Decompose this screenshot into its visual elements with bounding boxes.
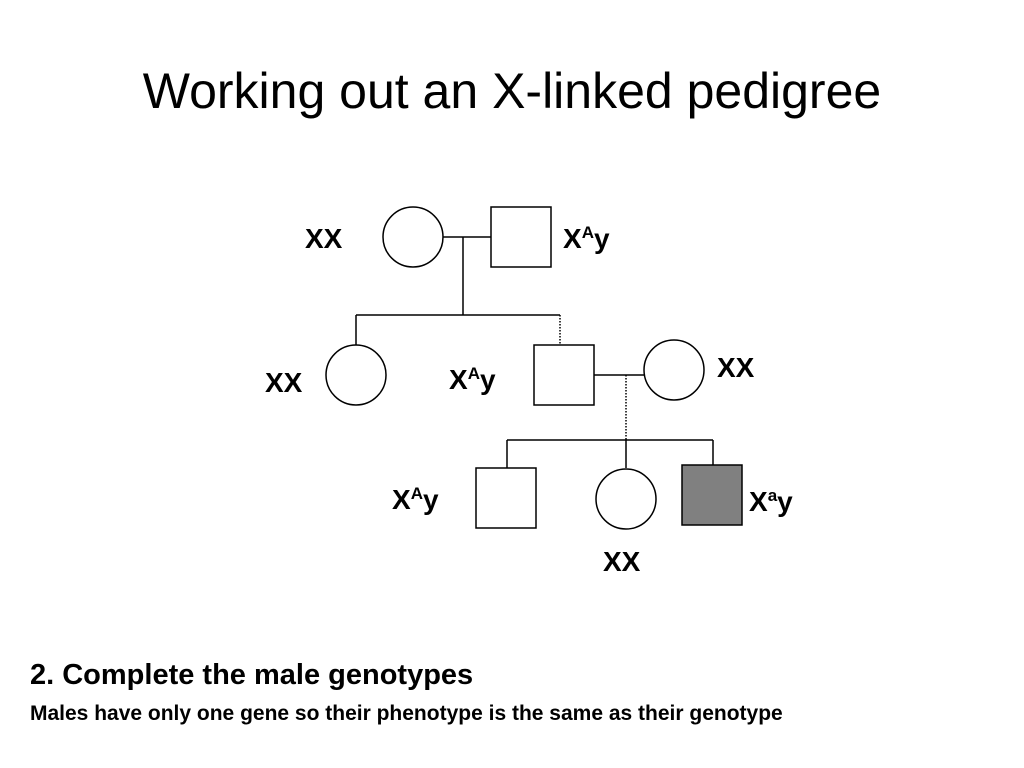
gen3-son1-genotype: XAy bbox=[392, 484, 439, 515]
instruction-heading: 2. Complete the male genotypes bbox=[30, 659, 474, 691]
gen3-son1-symbol bbox=[475, 467, 537, 529]
gen1-female-genotype: XX bbox=[305, 223, 343, 254]
gen1-female-symbol bbox=[382, 206, 444, 268]
gen2-female-genotype: XX bbox=[265, 367, 303, 398]
gen3-daughter-genotype: XX bbox=[603, 546, 641, 577]
gen2-spouse-genotype: XX bbox=[717, 352, 755, 383]
gen3-daughter-symbol bbox=[595, 468, 657, 530]
gen2-female-symbol bbox=[325, 344, 387, 406]
gen3-son2-symbol-affected bbox=[681, 464, 743, 526]
gen2-male-symbol bbox=[533, 344, 595, 406]
gen3-son2-genotype: Xay bbox=[749, 486, 793, 517]
slide-title: Working out an X-linked pedigree bbox=[142, 63, 882, 119]
gen2-male-genotype: XAy bbox=[449, 364, 496, 395]
instruction-note: Males have only one gene so their phenot… bbox=[30, 702, 783, 725]
gen1-male-genotype: XAy bbox=[563, 223, 610, 254]
gen2-spouse-symbol bbox=[643, 339, 705, 401]
gen1-male-symbol bbox=[490, 206, 552, 268]
